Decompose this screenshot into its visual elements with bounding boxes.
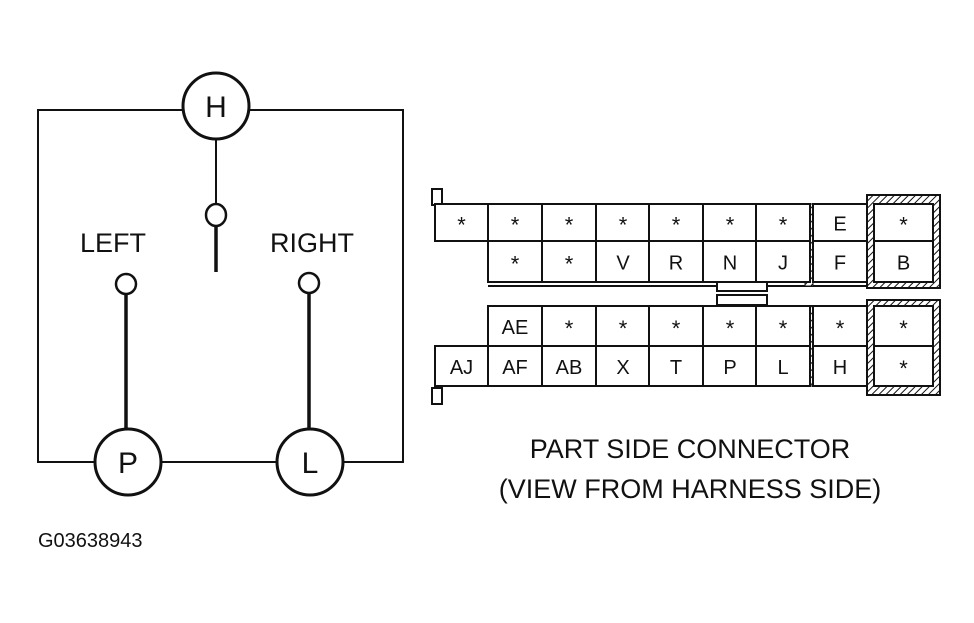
pin-label: J — [778, 253, 788, 275]
connector-cavity — [702, 305, 758, 347]
connector-cavity — [873, 345, 934, 387]
center-latch-bottom — [716, 294, 768, 306]
pin-label: * — [565, 213, 574, 238]
loop-wire — [37, 109, 183, 463]
pin-label: F — [834, 253, 846, 275]
connector-cavity — [595, 305, 651, 347]
top-left-tab — [431, 188, 443, 206]
pin-label: AF — [502, 357, 528, 379]
connector-cavity — [595, 240, 651, 283]
pin-label: * — [619, 213, 628, 238]
pin-label: * — [672, 316, 681, 341]
pin-label: * — [899, 356, 908, 381]
pin-label: * — [457, 213, 466, 238]
connector-face: * * * * * * * E * * * V R N J F B AE * * * * * * * AJ AF AB X T P L H * — [431, 188, 941, 405]
pin-label: AB — [556, 357, 583, 379]
connector-cavity — [702, 240, 758, 283]
terminal-l-circle — [275, 427, 345, 497]
pin-label: AE — [502, 317, 529, 339]
pin-label: * — [511, 213, 520, 238]
pin-label: H — [833, 357, 847, 379]
connector-cavity — [873, 203, 934, 242]
connector-cavity — [541, 240, 597, 283]
connector-cavity — [434, 203, 489, 242]
left-contact — [114, 272, 138, 296]
pin-label: * — [899, 213, 908, 238]
connector-cavity — [812, 345, 868, 387]
figure-id: G03638943 — [38, 530, 143, 552]
pin-label: R — [669, 253, 683, 275]
left-label: LEFT — [80, 228, 146, 258]
pin-label: * — [726, 213, 735, 238]
pin-label: * — [565, 316, 574, 341]
terminal-l-label: L — [302, 447, 319, 480]
pin-label: V — [616, 253, 630, 275]
caption-line-2: (VIEW FROM HARNESS SIDE) — [499, 474, 882, 504]
pin-label: P — [723, 357, 736, 379]
pin-label: * — [779, 213, 788, 238]
caption-line-1: PART SIDE CONNECTOR — [530, 434, 851, 464]
pin-label: * — [619, 316, 628, 341]
pin-label: AJ — [450, 357, 473, 379]
right-label: RIGHT — [270, 228, 354, 258]
pin-label: * — [836, 316, 845, 341]
pin-label: B — [897, 253, 910, 275]
pin-label: X — [616, 357, 629, 379]
pin-label: * — [899, 316, 908, 341]
pin-label: E — [833, 214, 846, 236]
pin-label: * — [726, 316, 735, 341]
connector-cavity — [812, 305, 868, 347]
pivot-contact — [204, 202, 228, 228]
pin-label: * — [511, 252, 520, 277]
pin-label: * — [672, 213, 681, 238]
pin-label: T — [670, 357, 682, 379]
connector-cavity — [541, 345, 597, 387]
terminal-h-label: H — [205, 91, 227, 124]
connector-cavity — [873, 240, 934, 283]
switch-schematic: H LEFT RIGHT P L — [37, 71, 404, 497]
connector-cavity — [487, 305, 543, 347]
connector-cavity — [755, 345, 811, 387]
connector-cavity — [541, 203, 597, 242]
terminal-p-label: P — [118, 447, 138, 480]
right-contact — [297, 271, 321, 295]
pin-label: N — [723, 253, 737, 275]
connector-cavity — [434, 345, 489, 387]
connector-cavity — [648, 305, 704, 347]
pin-label: * — [779, 316, 788, 341]
connector-cavity — [755, 240, 811, 283]
connector-cavity — [487, 203, 543, 242]
connector-cavity — [648, 345, 704, 387]
pin-label: L — [777, 357, 788, 379]
terminal-p-circle — [93, 427, 163, 497]
connector-cavity — [487, 240, 543, 283]
connector-cells: * * * * * * * E * * * V R N J F B AE * * * * * * * AJ AF AB X T P L H * — [434, 203, 934, 387]
loop-wire-right — [250, 109, 404, 463]
bottom-left-tab — [431, 387, 443, 405]
connector-cavity — [648, 240, 704, 283]
pin-label: * — [565, 252, 574, 277]
connector-cavity — [812, 240, 868, 283]
